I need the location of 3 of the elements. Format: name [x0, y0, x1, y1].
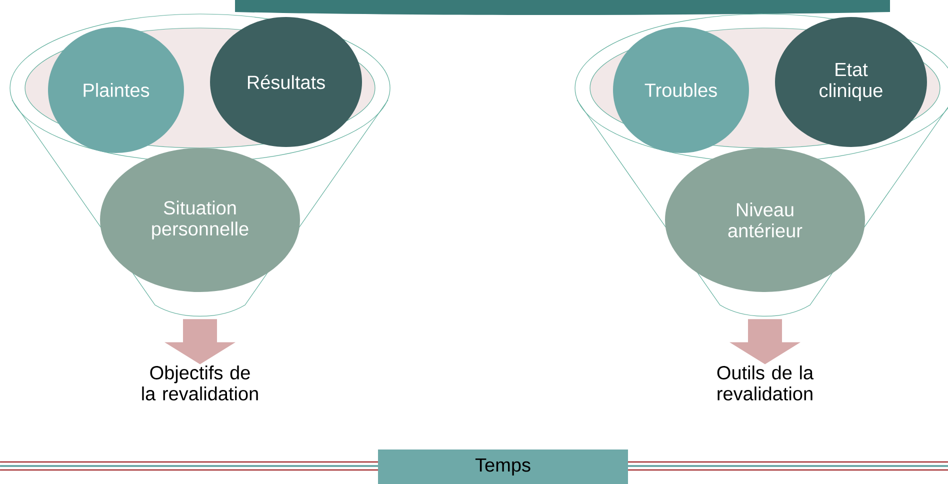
outcome-text: Objectifs de la revalidation — [142, 366, 258, 400]
outcome-text: Outils de la revalidation — [717, 366, 814, 400]
label-box: Temps — [378, 449, 628, 484]
